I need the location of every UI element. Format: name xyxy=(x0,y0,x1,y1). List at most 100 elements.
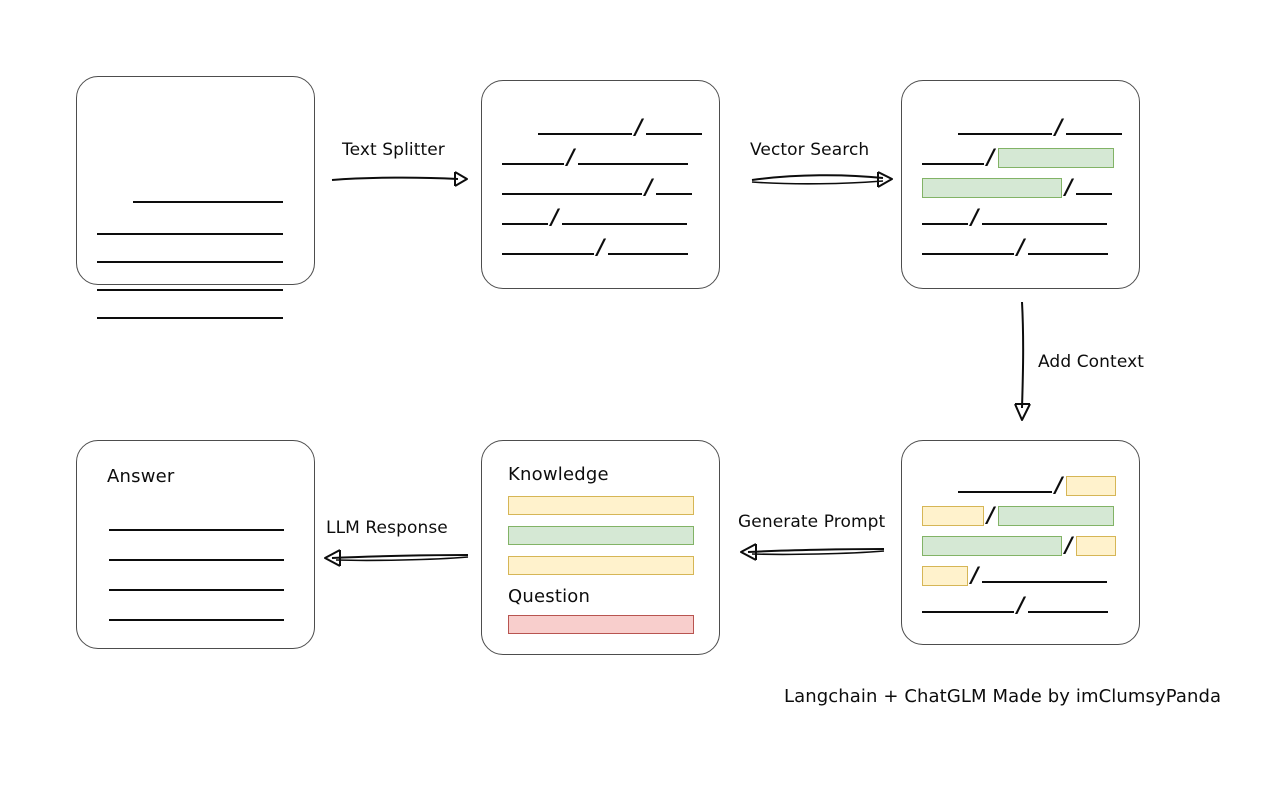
edge-llm-response: LLM Response xyxy=(322,518,472,570)
text-row xyxy=(109,573,284,595)
knowledge-bar xyxy=(508,496,694,515)
text-segment xyxy=(922,241,1014,255)
node-context-added[interactable]: / / / / / xyxy=(901,440,1140,645)
text-segment xyxy=(958,121,1052,135)
text-segment xyxy=(655,181,692,195)
text-row: / xyxy=(922,144,1114,169)
text-segment xyxy=(502,211,548,225)
text-segment xyxy=(109,607,284,621)
text-row: / xyxy=(922,234,1108,259)
text-segment xyxy=(109,577,284,591)
edge-label-add-context: Add Context xyxy=(1038,352,1145,372)
text-segment xyxy=(133,189,283,203)
text-segment xyxy=(538,121,632,135)
text-row xyxy=(97,301,283,323)
question-label: Question xyxy=(508,586,591,607)
knowledge-bar xyxy=(508,526,694,545)
text-segment xyxy=(97,277,283,291)
text-segment xyxy=(97,221,283,235)
edge-generate-prompt: Generate Prompt xyxy=(738,512,888,564)
text-segment xyxy=(922,599,1014,613)
text-segment xyxy=(502,181,642,195)
text-row xyxy=(109,513,284,535)
text-row: / xyxy=(958,114,1122,139)
matched-chunk-chip xyxy=(997,148,1114,168)
node-vector-matches[interactable]: / / / / / xyxy=(901,80,1140,289)
vector-matches-rows: / / / / / xyxy=(902,81,1139,288)
text-segment xyxy=(502,241,594,255)
edge-text-splitter: Text Splitter xyxy=(330,140,470,190)
text-segment xyxy=(922,151,984,165)
matched-chunk-chip xyxy=(922,178,1062,198)
knowledge-label: Knowledge xyxy=(508,464,609,485)
chunk-divider: / xyxy=(1017,592,1025,617)
text-segment xyxy=(502,151,564,165)
context-chunk-chip xyxy=(1075,536,1116,556)
matched-chunk-chip xyxy=(922,536,1062,556)
chunk-divider: / xyxy=(1017,234,1025,259)
edge-label-vector-search: Vector Search xyxy=(750,140,870,160)
text-row: / xyxy=(922,562,1107,587)
text-segment xyxy=(981,569,1107,583)
text-segment xyxy=(645,121,702,135)
text-segment xyxy=(607,241,688,255)
text-segment xyxy=(1027,599,1108,613)
context-added-rows: / / / / / xyxy=(902,441,1139,644)
chunk-divider: / xyxy=(567,144,575,169)
source-document-rows xyxy=(77,77,314,319)
arrow-right-icon xyxy=(751,171,893,188)
text-row: / xyxy=(958,474,1116,497)
text-row xyxy=(97,245,283,267)
text-row: / xyxy=(502,174,692,199)
chunk-divider: / xyxy=(551,204,559,229)
node-source-document[interactable] xyxy=(76,76,315,319)
text-row xyxy=(97,217,283,239)
context-chunk-chip xyxy=(1065,476,1116,496)
node-answer[interactable]: Answer xyxy=(76,440,315,649)
chunk-divider: / xyxy=(987,144,995,169)
chunk-divider: / xyxy=(971,562,979,587)
chunk-divider: / xyxy=(971,204,979,229)
text-row: / xyxy=(922,176,1112,199)
text-segment xyxy=(97,249,283,263)
context-chunk-chip xyxy=(922,566,968,586)
context-chunk-chip xyxy=(922,506,984,526)
text-segment xyxy=(109,547,284,561)
text-row xyxy=(109,543,284,565)
text-segment xyxy=(109,517,284,531)
text-row xyxy=(97,273,283,295)
edge-label-text-splitter: Text Splitter xyxy=(342,140,445,160)
text-segment xyxy=(1075,181,1112,195)
text-row: / xyxy=(502,204,687,229)
text-segment xyxy=(1065,121,1122,135)
node-prompt[interactable]: Knowledge Question xyxy=(481,440,720,655)
question-bar xyxy=(508,615,694,634)
text-segment xyxy=(577,151,688,165)
edge-label-generate-prompt: Generate Prompt xyxy=(738,512,886,532)
node-split-chunks[interactable]: / / / / / xyxy=(481,80,720,289)
text-row: / xyxy=(922,204,1107,229)
split-chunks-rows: / / / / / xyxy=(482,81,719,288)
arrow-down-icon xyxy=(1014,301,1031,421)
text-segment xyxy=(1027,241,1108,255)
answer-rows xyxy=(77,441,314,648)
arrow-left-icon xyxy=(324,549,469,567)
text-row: / xyxy=(922,532,1116,557)
edge-add-context: Add Context xyxy=(1010,300,1170,425)
edge-vector-search: Vector Search xyxy=(750,140,895,190)
text-row: / xyxy=(502,236,688,259)
text-row: / xyxy=(922,502,1114,527)
chunk-divider: / xyxy=(635,114,643,139)
matched-chunk-chip xyxy=(997,506,1114,526)
text-segment xyxy=(97,305,283,319)
chunk-divider: / xyxy=(1065,532,1073,557)
text-row: / xyxy=(502,144,688,169)
chunk-divider: / xyxy=(987,502,995,527)
chunk-divider: / xyxy=(1055,114,1063,139)
chunk-divider: / xyxy=(645,174,653,199)
text-segment xyxy=(922,211,968,225)
text-row: / xyxy=(538,114,702,139)
answer-label: Answer xyxy=(107,466,175,487)
knowledge-bar xyxy=(508,556,694,575)
text-row xyxy=(109,603,284,625)
